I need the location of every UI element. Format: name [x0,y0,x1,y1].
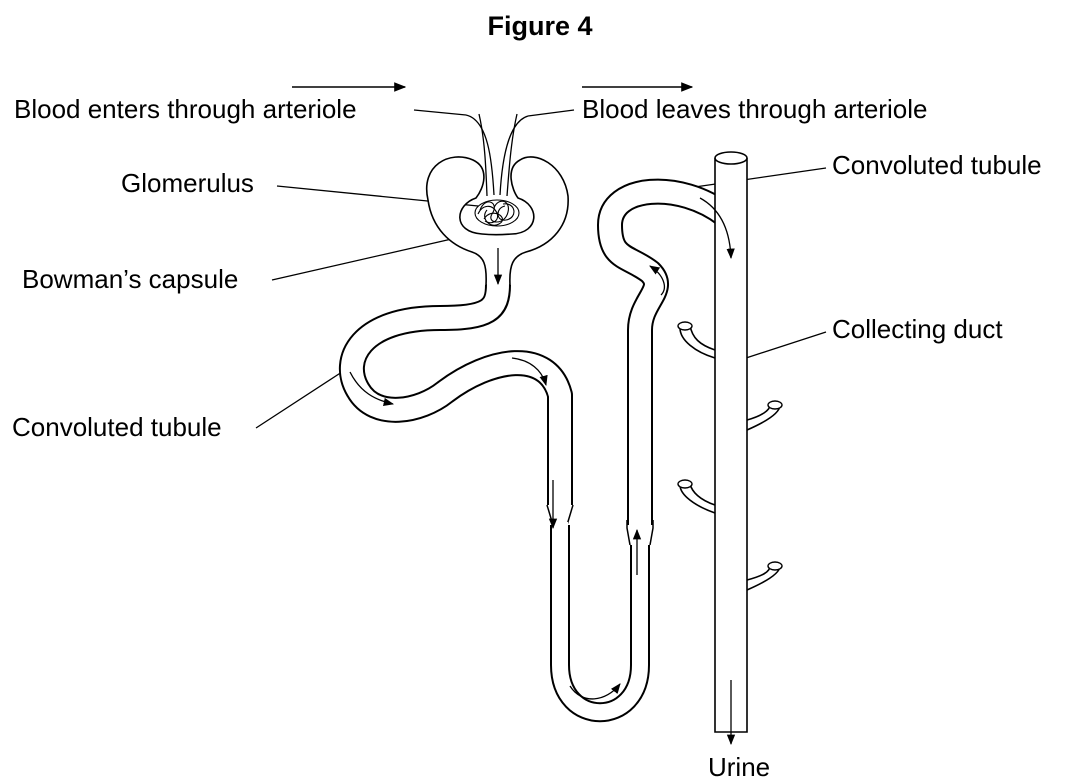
label-bowmans-capsule: Bowman’s capsule [22,264,238,294]
figure-title: Figure 4 [487,11,592,41]
label-convoluted-tubule-left: Convoluted tubule [12,412,222,442]
label-urine: Urine [708,752,770,780]
collecting-duct [678,152,782,732]
label-collecting-duct: Collecting duct [832,314,1003,344]
label-convoluted-tubule-right: Convoluted tubule [832,150,1042,180]
leader-convoluted-tubule-right [688,168,826,188]
leader-bowmans-capsule [272,238,456,280]
leader-blood-leaves [528,110,574,116]
label-blood-enters: Blood enters through arteriole [14,94,357,124]
label-glomerulus: Glomerulus [121,168,254,198]
loop-of-henle-wall [560,525,640,712]
label-blood-leaves: Blood leaves through arteriole [582,94,927,124]
glomerulus [475,200,519,226]
leader-blood-enters [414,110,466,115]
leader-convoluted-tubule-left [256,370,345,428]
flow-arrows [350,198,731,744]
leader-collecting-duct [746,332,826,358]
